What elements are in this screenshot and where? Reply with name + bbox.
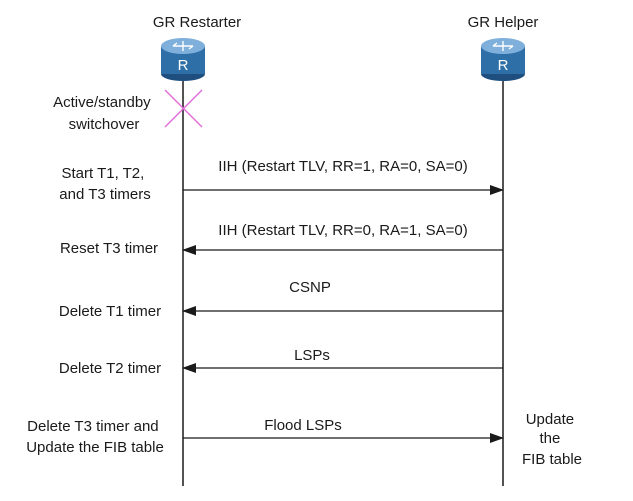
router-letter: R xyxy=(178,57,189,74)
helper-note: Update the FIB table xyxy=(522,411,582,468)
message-label: Flood LSPs xyxy=(264,417,342,434)
message-label: IIH (Restart TLV, RR=1, RA=0, SA=0) xyxy=(218,158,467,175)
helper-note-line: Update xyxy=(526,411,574,428)
message-label: IIH (Restart TLV, RR=0, RA=1, SA=0) xyxy=(218,222,467,239)
router-icon: R xyxy=(161,38,205,81)
router-icon: R xyxy=(481,38,525,81)
restarter-label: GR Restarter xyxy=(153,14,241,31)
message-label: CSNP xyxy=(289,279,331,296)
helper-note-line: FIB table xyxy=(522,451,582,468)
switchover-note-line: Active/standby xyxy=(53,94,151,111)
restarter-note-line: Delete T3 timer and xyxy=(27,418,158,435)
router-arrows xyxy=(492,41,514,51)
switchover-cross xyxy=(164,89,203,128)
switchover-note-line: switchover xyxy=(69,116,140,133)
router-arrows xyxy=(172,41,194,51)
restarter-note-line: Update the FIB table xyxy=(26,439,164,456)
restarter-note: Delete T1 timer xyxy=(59,303,161,320)
restarter-note: Delete T2 timer xyxy=(59,360,161,377)
restarter-note: Start T1, T2, and T3 timers xyxy=(59,165,150,203)
message-label: LSPs xyxy=(294,347,330,364)
switchover-note: Active/standby switchover xyxy=(53,94,155,133)
helper-note-line: the xyxy=(539,430,560,447)
helper-label: GR Helper xyxy=(468,14,539,31)
restarter-note: Delete T3 timer and Update the FIB table xyxy=(26,418,164,456)
restarter-note-line: and T3 timers xyxy=(59,186,150,203)
router-letter: R xyxy=(498,57,509,74)
restarter-note: Reset T3 timer xyxy=(60,240,158,257)
restarter-note-line: Start T1, T2, xyxy=(62,165,145,182)
